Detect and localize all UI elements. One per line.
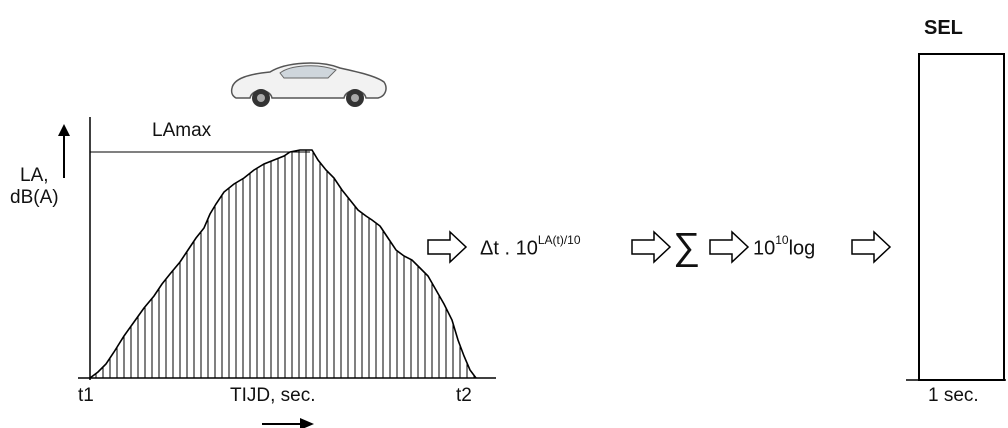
sel-rectangle [918,53,1005,381]
log-text: log [788,237,816,260]
sel-title: SEL [924,17,963,39]
noise-level-curve [89,149,477,379]
log-base: 10 [753,237,776,260]
car-icon [230,62,387,107]
hatched-area [95,150,475,378]
exponent: LA(t)/10 [537,233,581,247]
delta-t-term: Δt . 10 [480,237,538,260]
energy-formula: Δt . 10LA(t)/10 [480,234,581,260]
y-arrow-head [58,124,70,136]
x-arrow-head [300,418,314,428]
sigma-icon: ∑ [673,226,701,268]
arrow-right-icon [709,230,750,264]
arrow-right-icon [851,230,892,264]
arrow-right-icon [427,230,468,264]
lamax-label: LAmax [152,120,212,141]
t1-label: t1 [78,385,94,406]
t2-label: t2 [456,385,472,406]
log-term: 1010log [753,234,816,260]
arrow-right-icon [631,230,672,264]
sel-x-label: 1 sec. [928,385,979,406]
y-axis-label-line2: dB(A) [10,187,59,208]
y-axis-label-line1: LA, [20,165,49,186]
x-axis-label: TIJD, sec. [230,385,316,406]
y-axis-label: LA, dB(A) [10,165,59,209]
log-superscript: 10 [775,233,789,247]
